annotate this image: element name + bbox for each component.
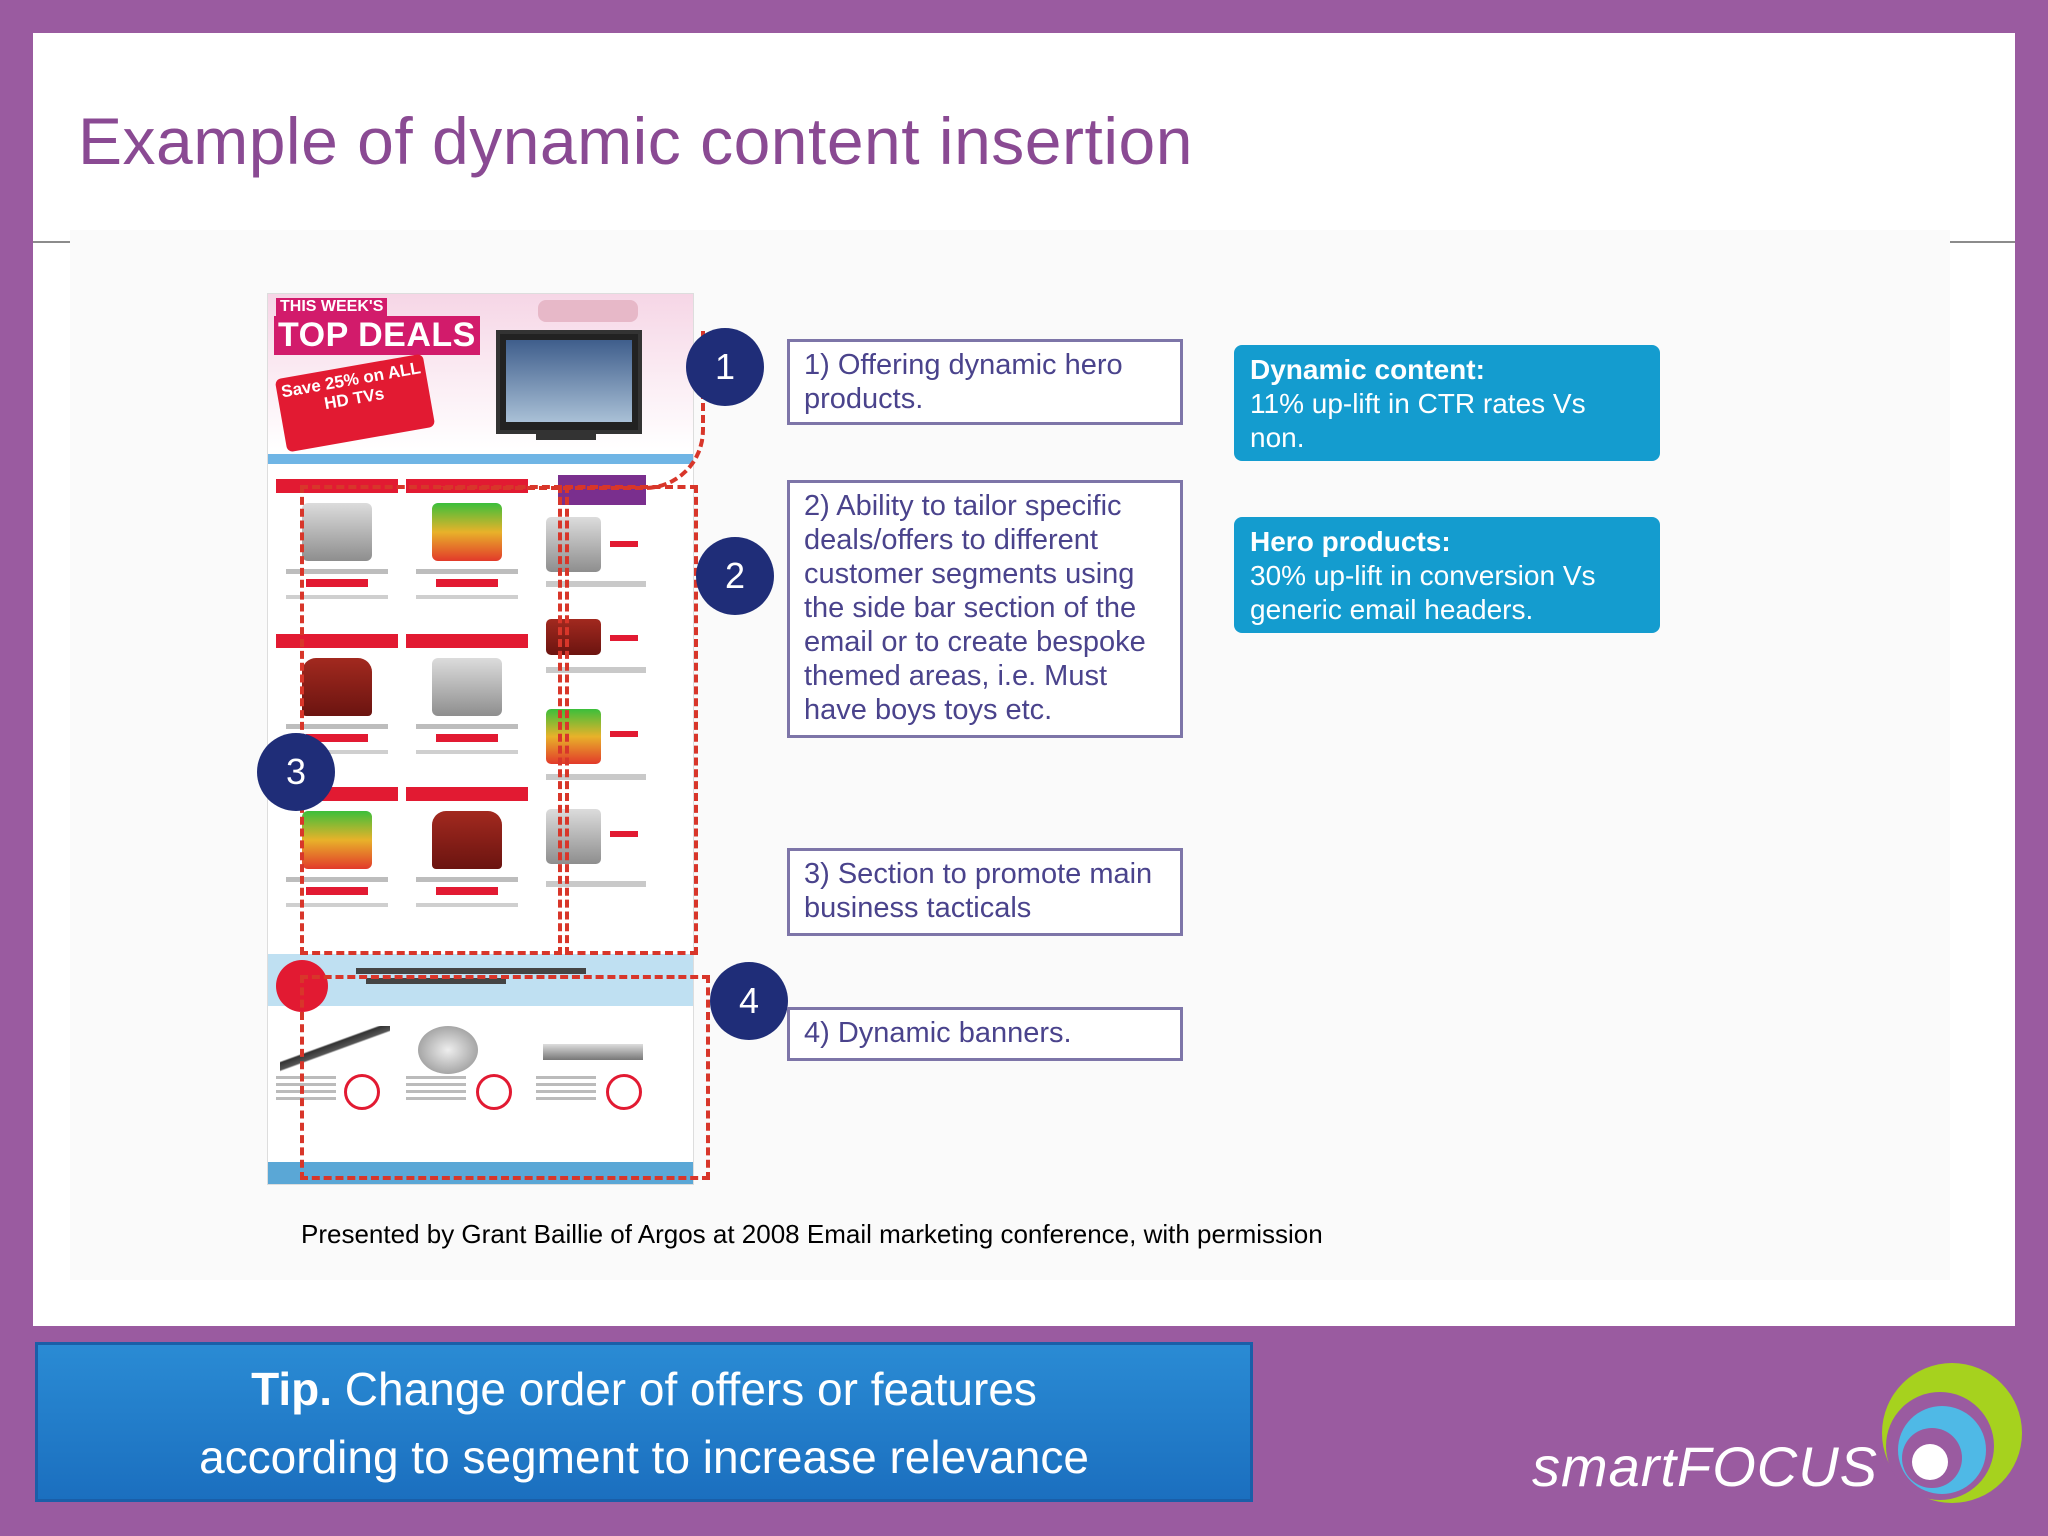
stat-hero-products-heading: Hero products: xyxy=(1250,526,1451,557)
marker-1: 1 xyxy=(686,328,764,406)
marker-2: 2 xyxy=(696,537,774,615)
sidebar-section xyxy=(538,469,648,939)
camera-image xyxy=(546,809,601,864)
banner-highlight xyxy=(300,975,710,1180)
credit-text: Presented by Grant Baillie of Argos at 2… xyxy=(301,1219,1323,1249)
toy-image xyxy=(302,811,372,869)
slide-title: Example of dynamic content insertion xyxy=(78,104,1193,178)
hero-logo-badge xyxy=(538,300,638,322)
camera-image xyxy=(302,503,372,561)
banner-section xyxy=(268,954,693,1184)
callout-hero-products: 1) Offering dynamic hero products. xyxy=(787,339,1183,425)
toy-image xyxy=(546,709,601,764)
stat-hero-products-body: 30% up-lift in conversion Vs generic ema… xyxy=(1250,560,1596,625)
hero-save-badge: Save 25% on ALL HD TVs xyxy=(274,353,436,453)
stat-hero-products: Hero products: 30% up-lift in conversion… xyxy=(1234,517,1660,633)
toy-image xyxy=(432,503,502,561)
tip-box: Tip. Change order of offers or features … xyxy=(35,1342,1253,1502)
marker-3: 3 xyxy=(257,733,335,811)
callout-dynamic-banners: 4) Dynamic banners. xyxy=(787,1007,1183,1061)
hair-straightener-image xyxy=(280,1026,390,1074)
callout-business-tacticals: 3) Section to promote main business tact… xyxy=(787,848,1183,936)
product-cell xyxy=(406,479,528,627)
hero-highlight xyxy=(440,330,705,490)
sidebar-highlight xyxy=(565,485,698,955)
camera-image xyxy=(432,658,502,716)
tip-label: Tip. xyxy=(251,1363,333,1415)
stat-dynamic-content-heading: Dynamic content: xyxy=(1250,354,1485,385)
smartfocus-logo-icon xyxy=(1882,1363,2022,1503)
stat-dynamic-content-body: 11% up-lift in CTR rates Vs non. xyxy=(1250,388,1586,453)
tv-image xyxy=(496,330,642,434)
product-cell xyxy=(406,634,528,782)
grid-highlight xyxy=(300,485,562,955)
sofa-image xyxy=(432,811,502,869)
product-cell xyxy=(406,787,528,935)
marker-4: 4 xyxy=(710,962,788,1040)
sofa-image xyxy=(302,658,372,716)
sidebar-header xyxy=(558,475,646,505)
sofa-image xyxy=(546,619,601,655)
callout-segment-deals: 2) Ability to tailor specific deals/offe… xyxy=(787,480,1183,738)
tip-line-2: according to segment to increase relevan… xyxy=(199,1431,1089,1483)
hero-pretitle: THIS WEEK'S xyxy=(276,298,388,316)
tip-line-1: Change order of offers or features xyxy=(344,1363,1037,1415)
stat-dynamic-content: Dynamic content: 11% up-lift in CTR rate… xyxy=(1234,345,1660,461)
tv-stand xyxy=(536,430,596,440)
camera-image xyxy=(546,517,601,572)
logo-wordmark: smartFOCUS xyxy=(1532,1435,1878,1498)
